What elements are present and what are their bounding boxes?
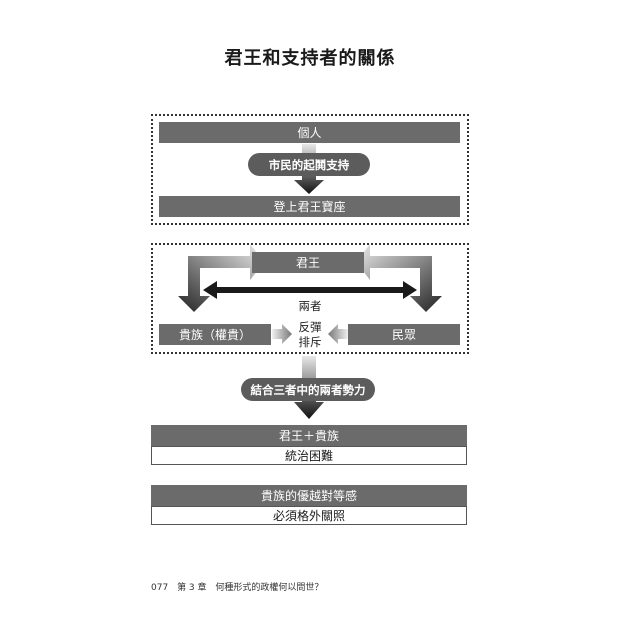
- ruling-difficult-box: 統治困難: [151, 446, 467, 465]
- throne-bar: 登上君王寶座: [159, 196, 460, 217]
- section-relations-box: [151, 243, 469, 354]
- backlash-line-1: 反彈: [298, 320, 322, 334]
- backlash-arrow-left: [272, 324, 292, 344]
- both-label: 兩者: [298, 299, 322, 313]
- special-care-box: 必須格外關照: [151, 506, 467, 525]
- support-pill: 市民的起鬨支持: [248, 153, 370, 176]
- king-nobles-bar: 君王＋貴族: [151, 425, 467, 446]
- page-number: 077: [151, 583, 169, 593]
- king-bar: 君王: [252, 252, 364, 273]
- nobles-equality-bar: 貴族的優越對等感: [151, 485, 467, 506]
- nobles-bar: 貴族（權貴）: [159, 324, 271, 345]
- combine-pill: 結合三者中的兩者勢力: [241, 378, 375, 401]
- elbow-arrow-left: [178, 244, 264, 312]
- page-footer: 077 第 3 章 何種形式的政權何以問世？: [151, 580, 329, 593]
- elbow-arrow-right: [356, 244, 442, 312]
- section-individual-box: [151, 114, 469, 225]
- individual-bar: 個人: [159, 122, 460, 143]
- double-arrow: [203, 281, 417, 299]
- chapter-number: 第 3 章: [177, 583, 207, 593]
- backlash-arrow-right: [328, 324, 348, 344]
- people-bar: 民眾: [348, 324, 460, 345]
- page-title: 君王和支持者的關係: [224, 48, 396, 69]
- chapter-title: 何種形式的政權何以問世？: [215, 583, 324, 593]
- backlash-line-2: 排斥: [298, 335, 322, 349]
- backlash-label: 反彈 排斥: [285, 320, 335, 350]
